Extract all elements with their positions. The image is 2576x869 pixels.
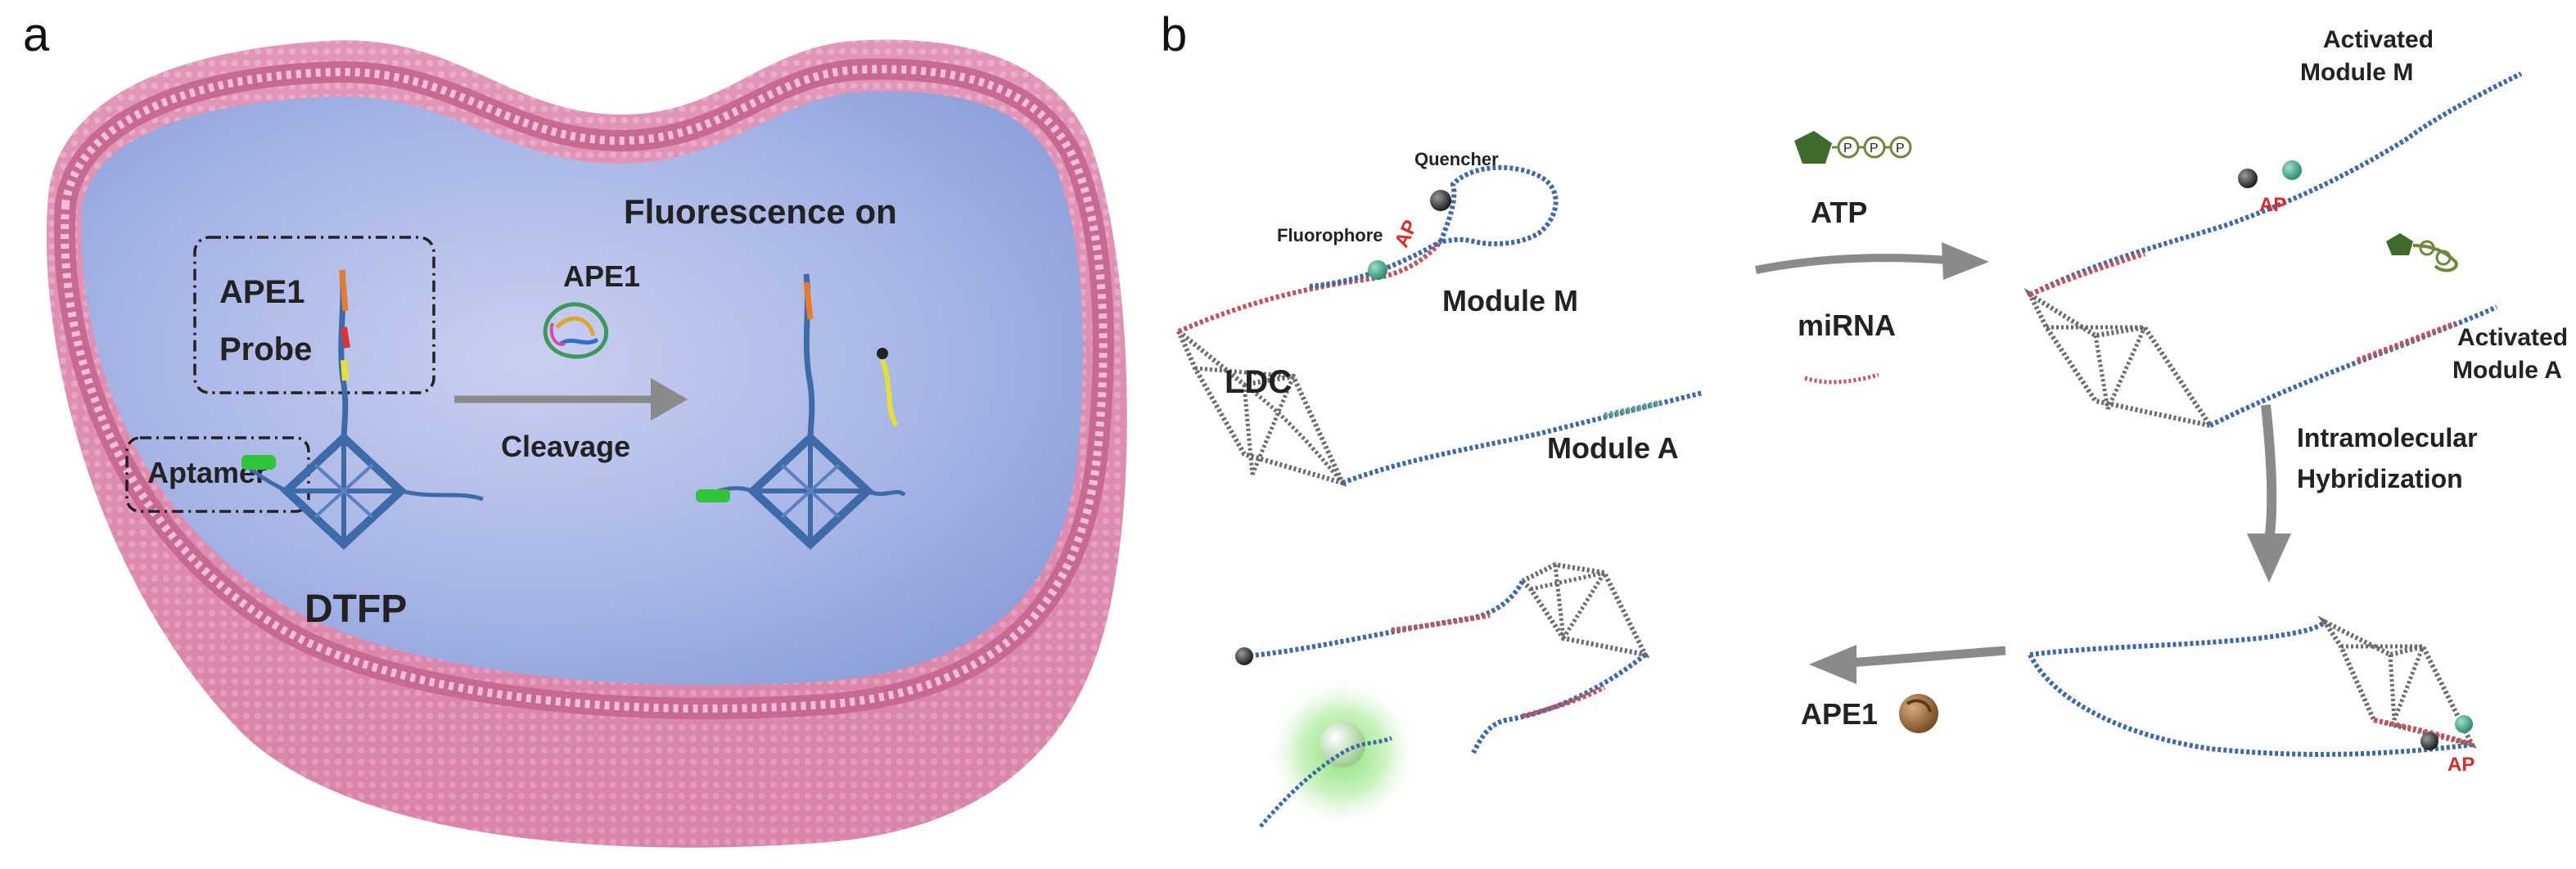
ldc-initial (1176, 164, 1703, 487)
fluorophore-label: Fluorophore (1277, 225, 1383, 245)
ape1-arrow (1849, 646, 2006, 668)
panel-b: b Quencher Fluorophore AP Module M LDC M… (1161, 8, 2568, 831)
ldc-cleaved (1235, 561, 1650, 754)
atp-label: ATP (1811, 196, 1867, 229)
cleaved-quencher-ball (1235, 647, 1253, 665)
released-strand (1259, 736, 1392, 828)
ldc-activated (2023, 71, 2523, 430)
hybridized-fluor-ball (2455, 715, 2473, 733)
atp-mirna-arrow (1755, 254, 1949, 274)
activated-a-line2: Module A (2452, 357, 2562, 384)
quencher-ball (1430, 190, 1451, 211)
panel-a-letter: a (23, 8, 50, 61)
ap-label-activated: AP (2259, 194, 2286, 216)
panel-a: a Fluorescence on APE1 Probe Aptamer (23, 8, 1127, 848)
module-m-hairpin (1438, 164, 1559, 246)
dtfp-tetrahedron-left (280, 432, 408, 550)
ldc-hybridized (2028, 615, 2477, 757)
ap-label-initial: AP (1391, 217, 1423, 251)
dtfp-tetrahedron-right (747, 432, 874, 550)
cleavage-label: Cleavage (501, 430, 630, 463)
activated-m-line1: Activated (2323, 26, 2434, 53)
ap-label-hybridized: AP (2447, 754, 2474, 776)
phosphate-2: P (1870, 142, 1879, 155)
module-a-label: Module A (1547, 431, 1679, 465)
ape1-label: APE1 (1801, 697, 1878, 731)
dtfp-structure-left (241, 269, 484, 550)
panel-b-letter: b (1161, 8, 1187, 61)
activated-m-line2: Module M (2300, 59, 2413, 86)
activated-quencher-ball (2238, 169, 2258, 188)
aptamer-green-left (241, 455, 276, 470)
quencher-label: Quencher (1414, 149, 1499, 169)
mirna-strand-icon (1804, 372, 1879, 385)
ape1-protein-icon (543, 302, 609, 359)
aptamer-green-right (696, 489, 730, 502)
hybridization-arrow (2261, 404, 2277, 541)
intramolecular-label: Intramolecular (2297, 423, 2478, 453)
atp-icon (1794, 131, 1912, 164)
mirna-label: miRNA (1798, 308, 1896, 342)
enzyme-label: APE1 (563, 259, 640, 293)
module-m-label: Module M (1442, 284, 1578, 317)
released-fluorophore (1320, 722, 1365, 768)
fluorescence-on-label: Fluorescence on (624, 192, 897, 231)
probe-label-line1: APE1 (219, 274, 305, 310)
dtfp-structure-right (696, 273, 906, 550)
phosphate-3: P (1896, 142, 1905, 155)
phosphate-1: P (1843, 142, 1852, 155)
fluorophore-ball (1368, 260, 1387, 280)
dtfp-label: DTFP (305, 588, 407, 631)
hybridized-quencher-ball (2420, 732, 2438, 750)
ldc-label: LDC (1225, 364, 1292, 400)
probe-label-line2: Probe (219, 331, 312, 367)
activated-fluor-ball (2282, 160, 2302, 180)
activated-a-line1: Activated (2457, 324, 2568, 351)
hybridization-label: Hybridization (2297, 464, 2463, 493)
probe-box (193, 236, 435, 394)
